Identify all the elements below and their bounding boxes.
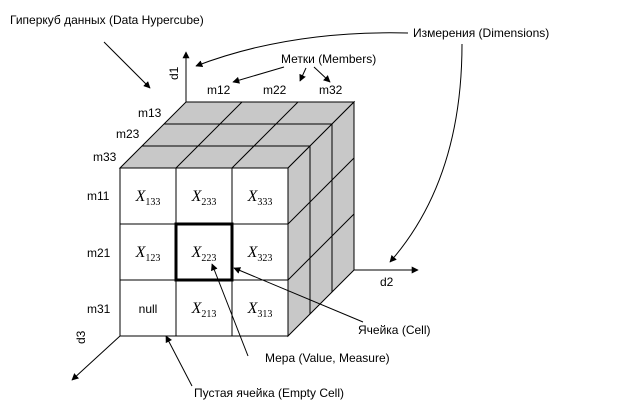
dimensions-arrow-top — [195, 32, 409, 68]
cell-value-133: X133 — [135, 188, 161, 208]
empty-cell-arrow — [165, 335, 193, 387]
measure-arrow — [211, 263, 249, 357]
cell-value-333: X333 — [247, 188, 273, 208]
axis-d2-label: d2 — [380, 275, 394, 289]
axis-d3 — [71, 335, 121, 381]
hypercube-arrow — [103, 41, 151, 89]
cell-value-233: X233 — [191, 188, 217, 208]
cell-value-223: X223 — [191, 244, 217, 264]
row-label-m11: m11 — [87, 189, 110, 203]
axis-d3-label: d3 — [74, 330, 88, 344]
cell-value-323: X323 — [247, 244, 273, 264]
column-label-m32: m32 — [319, 83, 343, 97]
depth-label-m33: m33 — [93, 150, 117, 164]
row-label-m21: m21 — [87, 246, 111, 260]
depth-label-m23: m23 — [116, 127, 140, 141]
column-label-m22: m22 — [263, 83, 287, 97]
right-face-grid — [287, 124, 355, 314]
members-arrow-mid — [299, 67, 307, 82]
cell-value-213: X213 — [191, 300, 217, 320]
dimensions-label: Измерения (Dimensions) — [413, 26, 549, 40]
members-label: Метки (Members) — [281, 52, 376, 66]
row-label-m31: m31 — [87, 302, 111, 316]
axis-d1-label: d1 — [167, 66, 181, 80]
measure-label: Мера (Value, Measure) — [265, 351, 390, 365]
depth-label-m13: m13 — [138, 106, 162, 120]
members-arrow-right — [313, 66, 331, 83]
cell-arrow — [233, 267, 364, 323]
top-face-grid — [142, 101, 332, 169]
highlighted-cell — [174, 222, 234, 282]
cell-value-123: X123 — [135, 244, 161, 264]
cell-value-313: X313 — [247, 300, 273, 320]
hypercube-label: Гиперкуб данных (Data Hypercube) — [10, 13, 204, 27]
cell-label: Ячейка (Cell) — [358, 323, 430, 337]
column-label-m12: m12 — [207, 83, 231, 97]
empty-cell-label: Пустая ячейка (Empty Cell) — [194, 386, 344, 400]
dimensions-arrow-bottom — [389, 43, 463, 263]
members-arrow-left — [232, 66, 285, 84]
cell-null-value: null — [139, 302, 158, 316]
cube-front-face — [119, 167, 289, 337]
